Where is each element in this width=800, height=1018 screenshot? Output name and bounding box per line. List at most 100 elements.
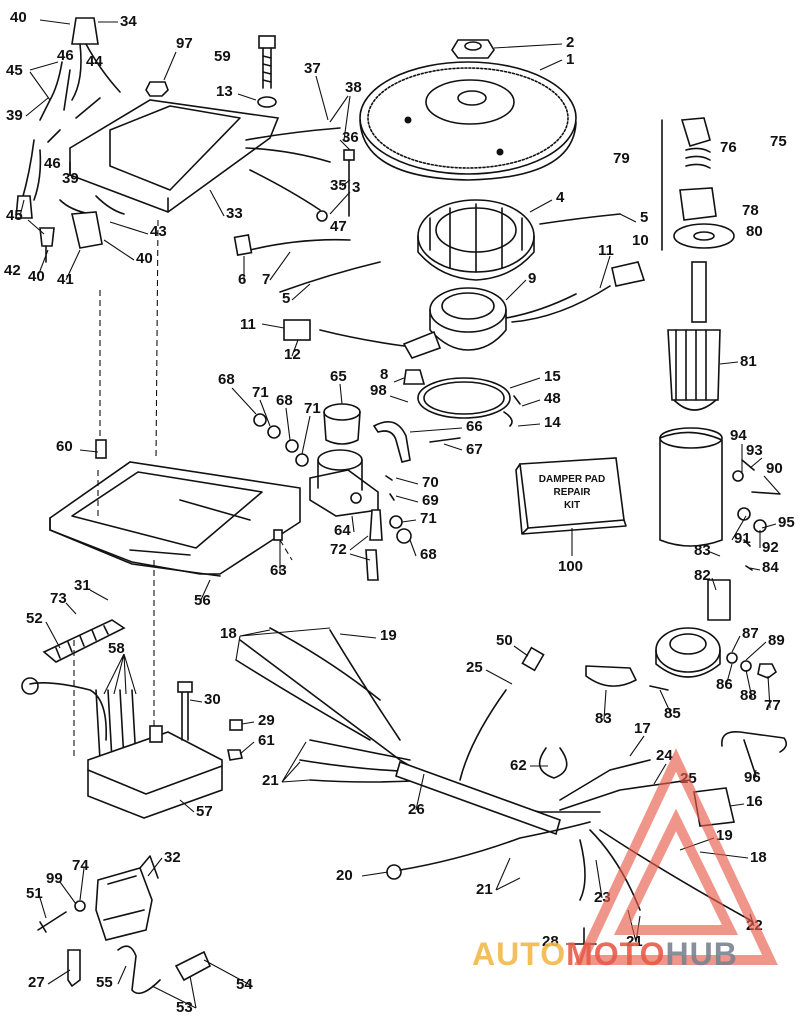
callout-84: 84 xyxy=(762,559,779,576)
callout-73: 73 xyxy=(50,590,67,607)
callout-96: 96 xyxy=(744,769,761,786)
wire-connectors-part xyxy=(15,17,125,263)
nut-part xyxy=(389,515,403,529)
callout-1: 1 xyxy=(566,51,574,68)
callout-83: 83 xyxy=(694,542,711,559)
callout-21: 21 xyxy=(262,772,279,789)
callout-93: 93 xyxy=(746,442,763,459)
callout-79: 79 xyxy=(613,150,630,167)
callout-99: 99 xyxy=(46,870,63,887)
screw-part xyxy=(503,395,521,427)
starter-hardware-part xyxy=(726,459,781,679)
spring-part xyxy=(385,475,395,501)
callout-77: 77 xyxy=(764,697,781,714)
callout-44: 44 xyxy=(86,53,103,70)
callout-35: 35 xyxy=(330,177,347,194)
flywheel-nut-part xyxy=(451,39,495,59)
callout-19: 19 xyxy=(380,627,397,644)
callout-31: 31 xyxy=(74,577,91,594)
callout-45: 45 xyxy=(6,62,23,79)
callout-70: 70 xyxy=(422,474,439,491)
screw-part xyxy=(37,911,67,933)
callout-3: 3 xyxy=(352,179,360,196)
starter-motor-part xyxy=(655,117,735,678)
callout-89: 89 xyxy=(768,632,785,649)
callout-92: 92 xyxy=(762,539,779,556)
callout-50: 50 xyxy=(496,632,513,649)
callout-36: 36 xyxy=(342,129,359,146)
callout-12: 12 xyxy=(284,346,301,363)
callout-78: 78 xyxy=(742,202,759,219)
bushing-part xyxy=(323,403,361,445)
callout-52: 52 xyxy=(26,610,43,627)
callout-29: 29 xyxy=(258,712,275,729)
callout-21: 21 xyxy=(626,933,643,950)
callout-66: 66 xyxy=(466,418,483,435)
flywheel-part xyxy=(359,61,577,181)
nut-part xyxy=(295,453,309,467)
callout-51: 51 xyxy=(26,885,43,902)
callout-28: 28 xyxy=(542,933,559,950)
ground-clip-part xyxy=(67,949,81,988)
callout-72: 72 xyxy=(330,541,347,558)
callout-48: 48 xyxy=(544,390,561,407)
watermark xyxy=(574,748,778,965)
callout-2: 2 xyxy=(566,34,574,51)
callout-68: 68 xyxy=(276,392,293,409)
callout-6: 6 xyxy=(238,271,246,288)
callout-8: 8 xyxy=(380,366,388,383)
kit-label-line-3: KIT xyxy=(564,500,580,511)
callout-59: 59 xyxy=(214,48,231,65)
callout-5: 5 xyxy=(640,209,648,226)
callout-71: 71 xyxy=(420,510,437,527)
callout-4: 4 xyxy=(556,189,565,206)
watermark-moto: MOTO xyxy=(566,936,666,972)
callout-39: 39 xyxy=(62,170,79,187)
screw-part xyxy=(649,685,669,691)
callout-98: 98 xyxy=(370,382,387,399)
kit-label-line-1: DAMPER PAD xyxy=(539,474,605,485)
callout-69: 69 xyxy=(422,492,439,509)
wiring-harness-part xyxy=(235,627,751,945)
callout-25: 25 xyxy=(466,659,483,676)
callout-45: 45 xyxy=(6,207,23,224)
callout-62: 62 xyxy=(510,757,527,774)
callout-27: 27 xyxy=(28,974,45,991)
callout-82: 82 xyxy=(694,567,711,584)
callout-32: 32 xyxy=(164,849,181,866)
callout-11: 11 xyxy=(240,316,256,333)
watermark-hub: HUB xyxy=(665,936,738,972)
callout-33: 33 xyxy=(226,205,243,222)
nut-part xyxy=(253,413,267,427)
callout-91: 91 xyxy=(734,530,751,547)
callout-67: 67 xyxy=(466,441,483,458)
spark-plug-boot-part xyxy=(174,950,212,982)
callout-55: 55 xyxy=(96,974,113,991)
stator-leads-part xyxy=(233,127,621,293)
rectifier-part xyxy=(21,677,223,819)
callout-40: 40 xyxy=(136,250,153,267)
screw-part xyxy=(258,35,276,89)
callout-46: 46 xyxy=(57,47,74,64)
callout-97: 97 xyxy=(176,35,193,52)
terminal-block-part xyxy=(42,619,126,663)
callout-5: 5 xyxy=(282,290,290,307)
callout-90: 90 xyxy=(766,460,783,477)
callout-54: 54 xyxy=(236,976,253,993)
harness-clamp-part xyxy=(721,730,788,777)
spark-plug-lead-part xyxy=(117,945,161,995)
callout-71: 71 xyxy=(304,400,321,417)
callout-21: 21 xyxy=(476,881,493,898)
bolt-part xyxy=(316,149,355,222)
callout-87: 87 xyxy=(742,625,759,642)
module-cover-part xyxy=(69,99,280,213)
watermark-text: AUTOMOTOHUB xyxy=(472,936,796,980)
callout-13: 13 xyxy=(216,83,233,100)
callout-56: 56 xyxy=(194,592,211,609)
callout-7: 7 xyxy=(262,271,270,288)
callout-53: 53 xyxy=(176,999,193,1016)
stator-part xyxy=(417,199,535,281)
callout-71: 71 xyxy=(252,384,269,401)
